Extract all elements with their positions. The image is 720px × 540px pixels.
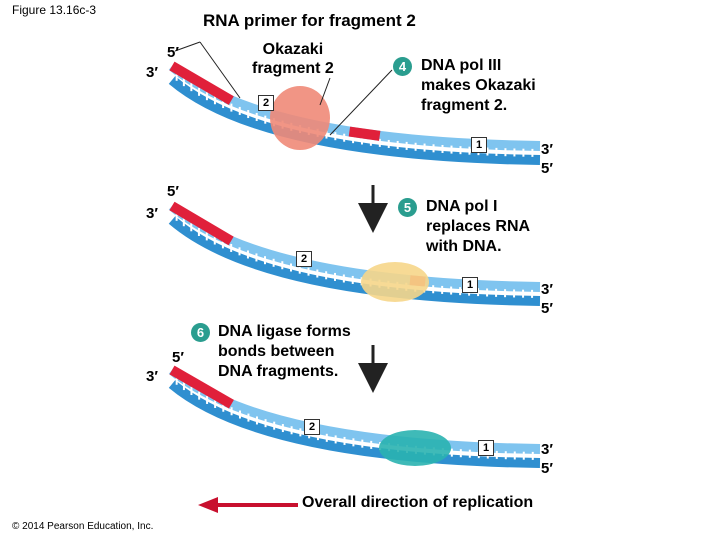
template-strand-2 bbox=[168, 216, 541, 306]
fragment-1-box-bottom: 1 bbox=[478, 440, 494, 456]
primer-pointer-line bbox=[199, 41, 241, 99]
step4-pointer-line bbox=[329, 69, 393, 136]
step-6-line-2: bonds between bbox=[218, 343, 335, 360]
figure-label: Figure 13.16c-3 bbox=[12, 3, 97, 17]
strand-end-3-right-1: 3′ bbox=[541, 141, 553, 158]
fragment-2-box-top: 2 bbox=[258, 95, 274, 111]
step-5-line-2: replaces RNA bbox=[426, 218, 531, 235]
strand-end-5-right-1: 5′ bbox=[541, 160, 553, 177]
strand-end-5-bottom: 5′ bbox=[172, 349, 184, 366]
direction-arrow-head bbox=[198, 497, 218, 513]
step-6-badge: 6 bbox=[191, 323, 210, 342]
strand-end-3-right-3: 3′ bbox=[541, 441, 553, 458]
okazaki-label-line-2: fragment 2 bbox=[252, 60, 334, 77]
step-4-line-3: fragment 2. bbox=[421, 97, 508, 114]
step-6-line-1: DNA ligase forms bbox=[218, 323, 351, 340]
fragment-1-box-mid: 1 bbox=[462, 277, 478, 293]
step-4-text: DNA pol III makes Okazaki fragment 2. bbox=[421, 56, 536, 116]
rna-primer-1-1 bbox=[348, 126, 381, 141]
strand-end-5-right-2: 5′ bbox=[541, 300, 553, 317]
fragment-2-box-mid: 2 bbox=[296, 251, 312, 267]
strand-end-5-top: 5′ bbox=[167, 44, 179, 61]
dna-pol-iii bbox=[270, 86, 330, 150]
strand-end-5-mid: 5′ bbox=[167, 183, 179, 200]
step-4-line-2: makes Okazaki bbox=[421, 77, 536, 94]
step-4-line-1: DNA pol III bbox=[421, 57, 502, 74]
template-strand-3 bbox=[168, 380, 541, 468]
strand-end-3-right-2: 3′ bbox=[541, 281, 553, 298]
primer-bracket-left bbox=[174, 41, 201, 52]
dna-ligase bbox=[379, 430, 451, 466]
step-4-badge: 4 bbox=[393, 57, 412, 76]
strand-end-3-bottom: 3′ bbox=[146, 368, 158, 385]
dna-pol-i bbox=[361, 262, 429, 302]
strand-end-3-mid: 3′ bbox=[146, 205, 158, 222]
fragment-1-box-top: 1 bbox=[471, 137, 487, 153]
strand-end-3-top: 3′ bbox=[146, 64, 158, 81]
step-5-line-1: DNA pol I bbox=[426, 198, 498, 215]
okazaki-pointer-line bbox=[319, 77, 331, 106]
rna-primer-1-0 bbox=[169, 61, 234, 105]
rna-primer-2-0 bbox=[169, 201, 234, 246]
direction-label: Overall direction of replication bbox=[302, 494, 534, 511]
step-5-line-3: with DNA. bbox=[426, 238, 502, 255]
step-6-line-3: DNA fragments. bbox=[218, 363, 339, 380]
step-6-text: DNA ligase forms bonds between DNA fragm… bbox=[218, 322, 351, 382]
step-5-text: DNA pol I replaces RNA with DNA. bbox=[426, 197, 530, 257]
diagram-title: RNA primer for fragment 2 bbox=[203, 11, 416, 30]
rna-primer-3-0 bbox=[169, 365, 234, 409]
okazaki-label-line-1: Okazaki bbox=[262, 41, 324, 58]
strand-end-5-right-3: 5′ bbox=[541, 460, 553, 477]
step-5-badge: 5 bbox=[398, 198, 417, 217]
okazaki-fragment-label: Okazaki fragment 2 bbox=[252, 40, 334, 78]
fragment-2-box-bottom: 2 bbox=[304, 419, 320, 435]
copyright-notice: © 2014 Pearson Education, Inc. bbox=[12, 521, 154, 532]
